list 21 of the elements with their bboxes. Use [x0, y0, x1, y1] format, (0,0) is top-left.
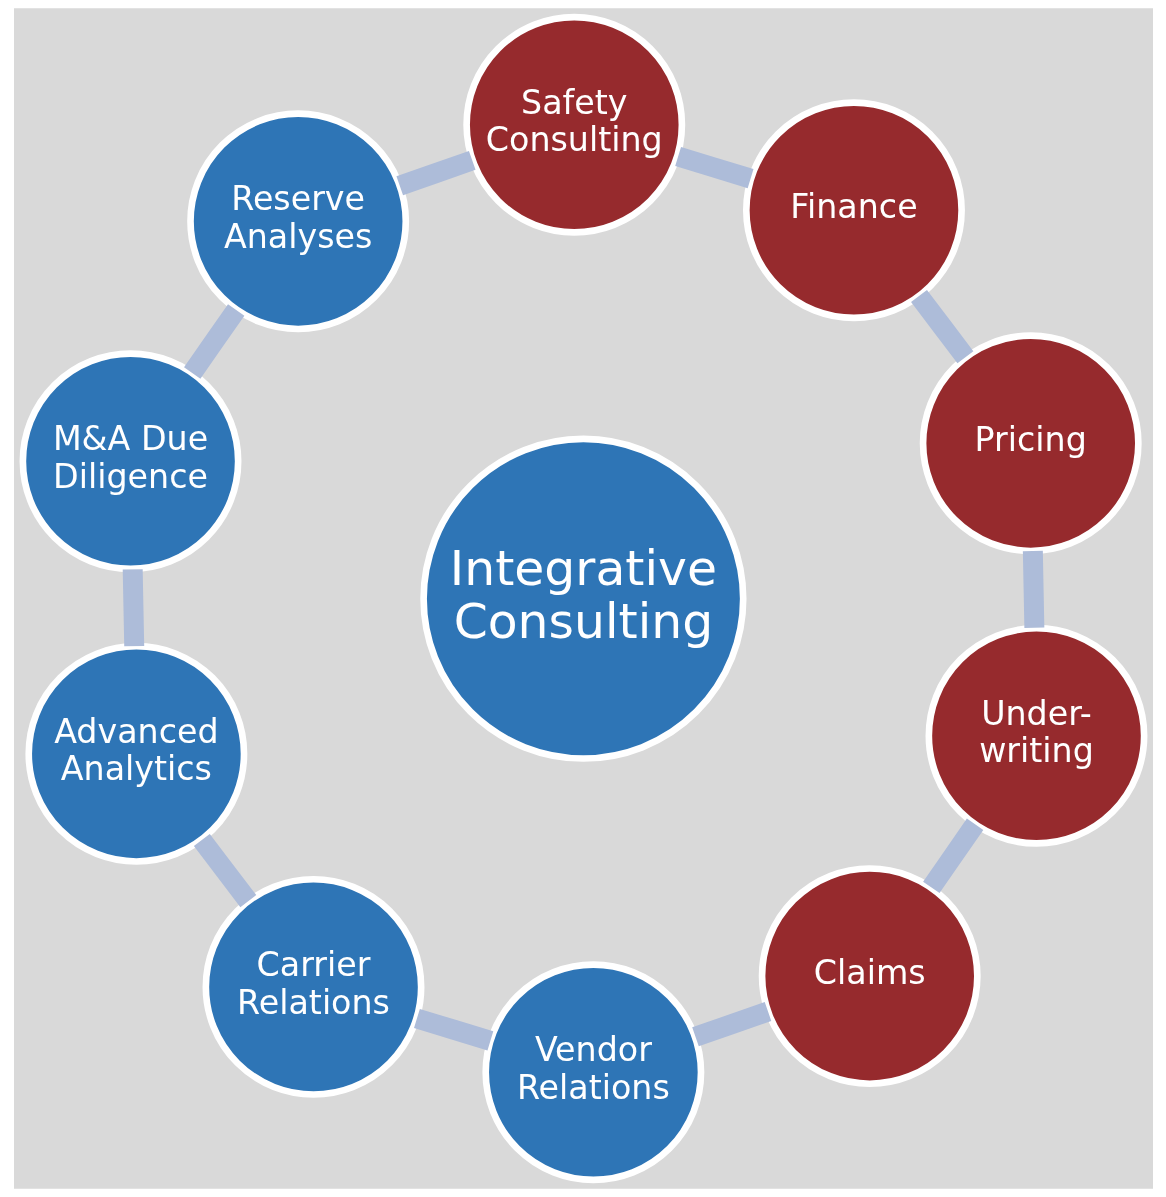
node-circle: Safety Consulting: [462, 13, 685, 236]
node-circle: M&A Due Diligence: [19, 350, 241, 573]
connector: [193, 833, 256, 908]
node-circle: Claims: [758, 865, 981, 1088]
connector: [122, 569, 144, 647]
connector: [1022, 550, 1044, 628]
node-circle: Finance: [742, 99, 965, 322]
node-circle: Integrative Consulting: [419, 435, 747, 762]
connector: [183, 304, 244, 379]
node-circle: Vendor Relations: [481, 961, 704, 1184]
node-circle: Pricing: [919, 332, 1142, 555]
connector: [674, 146, 753, 189]
connector: [691, 1002, 771, 1047]
connector: [413, 1008, 493, 1051]
node-circle: Carrier Relations: [202, 875, 424, 1098]
node-circle: Advanced Analytics: [24, 642, 247, 865]
connector: [395, 150, 475, 196]
node-circle: Under- writing: [925, 624, 1147, 847]
connector: [922, 818, 983, 893]
node-circle: Reserve Analyses: [186, 110, 409, 333]
connector: [910, 289, 973, 364]
